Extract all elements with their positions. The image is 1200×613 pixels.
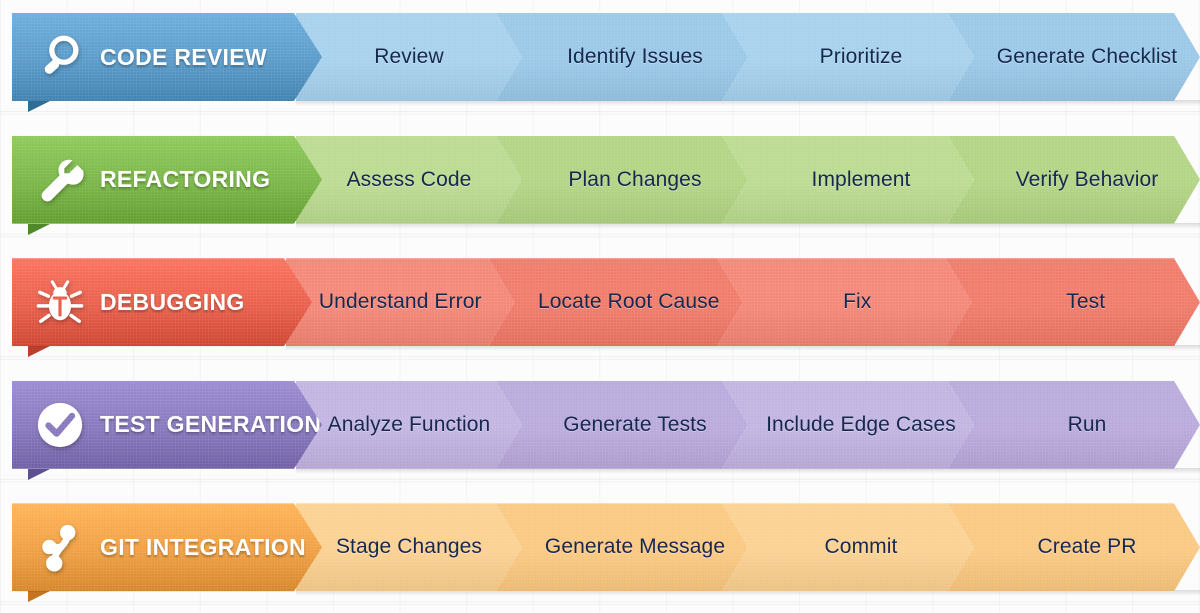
step-drop-shadow: [971, 345, 1200, 352]
step-drop-shadow: [748, 467, 974, 474]
step-code-review-4[interactable]: Generate Checklist: [974, 13, 1200, 106]
step-label: Stage Changes: [335, 535, 483, 559]
banner-title: GIT INTEGRATION: [100, 533, 306, 560]
banner-code-review[interactable]: CODE REVIEW: [12, 13, 322, 101]
step-label: Assess Code: [346, 167, 472, 191]
step-refactoring-2[interactable]: Plan Changes: [522, 136, 748, 229]
step-label: Run: [1067, 412, 1107, 436]
workflow-row-git-integration: Stage Changes Generate Message Commit Creat…: [0, 503, 1200, 603]
step-test-generation-2[interactable]: Generate Tests: [522, 381, 748, 474]
step-drop-shadow: [522, 467, 748, 474]
banner-tail-debugging: [28, 346, 50, 358]
step-label: Analyze Function: [327, 412, 491, 436]
step-code-review-3[interactable]: Prioritize: [748, 13, 974, 106]
step-drop-shadow: [522, 590, 748, 597]
step-label: Fix: [843, 290, 872, 314]
step-drop-shadow: [974, 467, 1200, 474]
step-label: Locate Root Cause: [538, 290, 720, 314]
step-git-integration-3[interactable]: Commit: [748, 503, 974, 597]
step-drop-shadow: [522, 222, 748, 229]
banner-title: DEBUGGING: [100, 288, 245, 315]
step-drop-shadow: [748, 100, 974, 106]
step-refactoring-1[interactable]: Assess Code: [296, 136, 522, 229]
row-inner: Review Identify Issues Prioritize Generate …: [0, 13, 1200, 112]
step-label: Identify Issues: [567, 45, 703, 68]
step-git-integration-4[interactable]: Create PR: [974, 503, 1200, 597]
workflow-row-refactoring: Assess Code Plan Changes Implement Verify B…: [0, 136, 1200, 235]
workflow-row-code-review: Review Identify Issues Prioritize Generate …: [0, 13, 1200, 112]
step-code-review-2[interactable]: Identify Issues: [522, 13, 748, 106]
step-label: Create PR: [1037, 535, 1137, 559]
banner-title: TEST GENERATION: [100, 411, 322, 438]
wrench-icon: [34, 154, 86, 206]
step-label: Verify Behavior: [1015, 167, 1159, 191]
step-test-generation-3[interactable]: Include Edge Cases: [748, 381, 974, 474]
step-debugging-3[interactable]: Fix: [743, 258, 972, 352]
step-git-integration-1[interactable]: Stage Changes: [296, 503, 522, 597]
step-strip-git-integration: Stage Changes Generate Message Commit Creat…: [296, 503, 1200, 597]
banner-title: REFACTORING: [100, 166, 271, 193]
banner-test-generation[interactable]: TEST GENERATION: [12, 381, 322, 469]
row-inner: Analyze Function Generate Tests Include Ed…: [0, 381, 1200, 480]
step-debugging-1[interactable]: Understand Error: [286, 258, 515, 352]
step-drop-shadow: [748, 222, 974, 229]
workflow-row-debugging: Understand Error Locate Root Cause Fix Test…: [0, 258, 1200, 358]
workflow-row-test-generation: Analyze Function Generate Tests Include Ed…: [0, 381, 1200, 480]
banner-tail-refactoring: [28, 223, 50, 235]
step-drop-shadow: [296, 467, 522, 474]
banner-git-integration[interactable]: GIT INTEGRATION: [12, 503, 322, 591]
step-label: Implement: [811, 167, 911, 191]
step-test-generation-4[interactable]: Run: [974, 381, 1200, 474]
step-label: Understand Error: [318, 290, 482, 314]
step-label: Commit: [824, 535, 898, 559]
step-label: Generate Checklist: [996, 45, 1178, 68]
step-label: Review: [374, 45, 444, 68]
step-drop-shadow: [974, 590, 1200, 597]
banner-tail-git-integration: [28, 591, 50, 603]
step-drop-shadow: [974, 222, 1200, 229]
step-strip-code-review: Review Identify Issues Prioritize Generate …: [296, 13, 1200, 106]
banner-debugging[interactable]: DEBUGGING: [12, 258, 312, 346]
banner-tail-test-generation: [28, 468, 50, 480]
step-label: Plan Changes: [568, 167, 702, 191]
step-drop-shadow: [748, 590, 974, 597]
step-test-generation-1[interactable]: Analyze Function: [296, 381, 522, 474]
step-label: Generate Message: [544, 535, 726, 559]
row-inner: Understand Error Locate Root Cause Fix Test…: [0, 258, 1200, 358]
banner-tail-code-review: [28, 101, 50, 112]
step-drop-shadow: [522, 100, 748, 106]
banner-refactoring[interactable]: REFACTORING: [12, 136, 322, 224]
bug-icon: [34, 276, 86, 328]
step-label: Generate Tests: [563, 412, 707, 436]
row-inner: Assess Code Plan Changes Implement Verify B…: [0, 136, 1200, 235]
step-debugging-2[interactable]: Locate Root Cause: [515, 258, 743, 352]
git-branch-icon: [34, 521, 86, 573]
step-drop-shadow: [974, 100, 1200, 106]
check-circle-icon: [34, 399, 86, 451]
step-drop-shadow: [296, 100, 522, 106]
step-git-integration-2[interactable]: Generate Message: [522, 503, 748, 597]
step-drop-shadow: [743, 345, 972, 352]
step-label: Prioritize: [819, 45, 903, 68]
step-drop-shadow: [514, 345, 743, 352]
step-drop-shadow: [286, 345, 515, 352]
step-label: Test: [1066, 290, 1106, 314]
step-refactoring-3[interactable]: Implement: [748, 136, 974, 229]
step-drop-shadow: [296, 590, 522, 597]
magnifier-icon: [34, 31, 86, 83]
row-inner: Stage Changes Generate Message Commit Creat…: [0, 503, 1200, 603]
step-debugging-4[interactable]: Test: [972, 258, 1200, 352]
step-label: Include Edge Cases: [766, 412, 956, 436]
step-refactoring-4[interactable]: Verify Behavior: [974, 136, 1200, 229]
banner-title: CODE REVIEW: [100, 43, 267, 70]
step-drop-shadow: [296, 222, 522, 229]
step-strip-test-generation: Analyze Function Generate Tests Include Ed…: [296, 381, 1200, 474]
step-strip-refactoring: Assess Code Plan Changes Implement Verify B…: [296, 136, 1200, 229]
step-code-review-1[interactable]: Review: [296, 13, 522, 106]
step-strip-debugging: Understand Error Locate Root Cause Fix Test: [286, 258, 1200, 352]
